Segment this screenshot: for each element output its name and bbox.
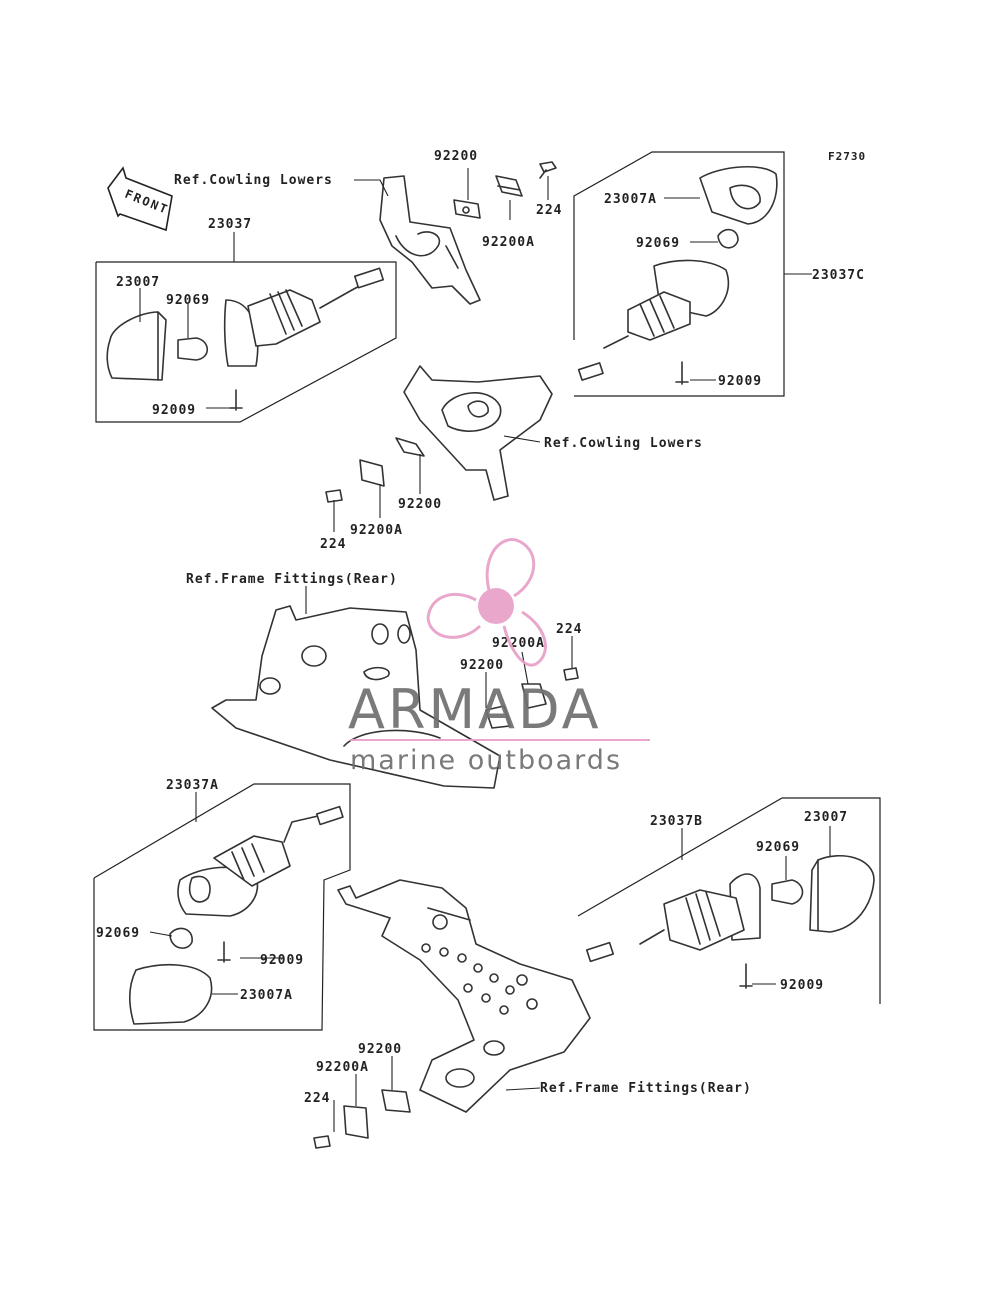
bolt-224-rear-upper (563, 667, 579, 681)
watermark-title: ARMADA (348, 678, 602, 741)
cowling-bracket-lower (403, 365, 553, 501)
part-92200A-label-2: 92200A (350, 523, 403, 538)
lens-23007A-rear-left (128, 963, 213, 1025)
lens-23007-rear-right (809, 855, 875, 933)
lens-23007-front-left (106, 311, 167, 381)
clip-92200A-top (495, 175, 523, 197)
ref-cowling-lowers-label-1: Ref.Cowling Lowers (174, 173, 333, 188)
frame-fitting-rear-lower (337, 879, 591, 1113)
bolt-224-top (539, 161, 557, 179)
ref-frame-fittings-label-2: Ref.Frame Fittings(Rear) (540, 1081, 752, 1096)
clip-92200A-mid (359, 459, 385, 487)
part-23007-label-1: 23007 (116, 275, 160, 290)
cowling-bracket-upper (379, 175, 481, 305)
bracket-92200-mid (395, 437, 425, 457)
part-92069-label-1: 92069 (166, 293, 210, 308)
propeller-logo-icon (426, 538, 547, 667)
part-92069-label-4: 92069 (756, 840, 800, 855)
clip-92200A-rear-lower (343, 1105, 369, 1139)
group-box-23037B (577, 797, 881, 1004)
front-arrow-icon: FRONT (107, 166, 173, 232)
group-box-23037A (93, 783, 351, 1031)
part-92200-label-2: 92200 (398, 497, 442, 512)
bracket-92200-rear-upper (485, 705, 511, 729)
part-92069-label-3: 92069 (96, 926, 140, 941)
screw-92009-front-right (675, 361, 689, 385)
clip-92200A-rear-upper (521, 683, 547, 709)
part-224-label-2: 224 (320, 537, 346, 552)
part-92009-label-1: 92009 (152, 403, 196, 418)
group-box-23037 (95, 261, 397, 423)
part-23037B-label: 23037B (650, 814, 703, 829)
bulb-92069-front-right (717, 228, 739, 249)
watermark: ARMADA marine outboards (348, 538, 650, 776)
part-92069-label-2: 92069 (636, 236, 680, 251)
part-23007-label-2: 23007 (804, 810, 848, 825)
leader-lines (139, 168, 831, 1132)
bulb-92069-rear-right (771, 879, 804, 905)
part-23007A-label-2: 23007A (240, 988, 293, 1003)
ref-frame-fittings-label-1: Ref.Frame Fittings(Rear) (186, 572, 398, 587)
screw-92009-front-left (229, 389, 243, 411)
part-23037A-label: 23037A (166, 778, 219, 793)
signal-housing-23037A (177, 805, 344, 917)
part-92200A-label-4: 92200A (316, 1060, 369, 1075)
part-92009-label-2: 92009 (718, 374, 762, 389)
part-92200-label-3: 92200 (460, 658, 504, 673)
figure-code: F2730 (828, 150, 866, 163)
signal-housing-23037 (223, 267, 385, 367)
part-92009-label-4: 92009 (780, 978, 824, 993)
lens-23007A-front-right (699, 165, 778, 225)
part-92200A-label-3: 92200A (492, 636, 545, 651)
part-23037C-label: 23037C (812, 268, 865, 283)
bolt-224-mid (325, 489, 343, 503)
part-224-label-4: 224 (304, 1091, 330, 1106)
screw-92009-rear-left (217, 941, 231, 963)
bracket-92200-top (453, 199, 481, 219)
group-box-23037C (573, 151, 785, 397)
part-23007A-label-1: 23007A (604, 192, 657, 207)
signal-housing-23037B (585, 873, 761, 963)
part-92009-label-3: 92009 (260, 953, 304, 968)
part-224-label-3: 224 (556, 622, 582, 637)
bracket-92200-rear-lower (381, 1089, 411, 1113)
bolt-224-rear-lower (313, 1135, 331, 1149)
labels: Ref.Cowling Lowers 92200 92200A 224 2303… (96, 149, 865, 1106)
part-92200A-label-1: 92200A (482, 235, 535, 250)
part-92200-label-1: 92200 (434, 149, 478, 164)
bulb-92069-front-left (177, 337, 209, 361)
ref-cowling-lowers-label-2: Ref.Cowling Lowers (544, 436, 703, 451)
watermark-subtitle: marine outboards (350, 745, 622, 776)
screw-92009-rear-right (739, 963, 753, 989)
bulb-92069-rear-left (169, 927, 193, 949)
part-23037-label: 23037 (208, 217, 252, 232)
signal-housing-23037C (577, 259, 730, 381)
part-224-label-1: 224 (536, 203, 562, 218)
part-92200-label-4: 92200 (358, 1042, 402, 1057)
